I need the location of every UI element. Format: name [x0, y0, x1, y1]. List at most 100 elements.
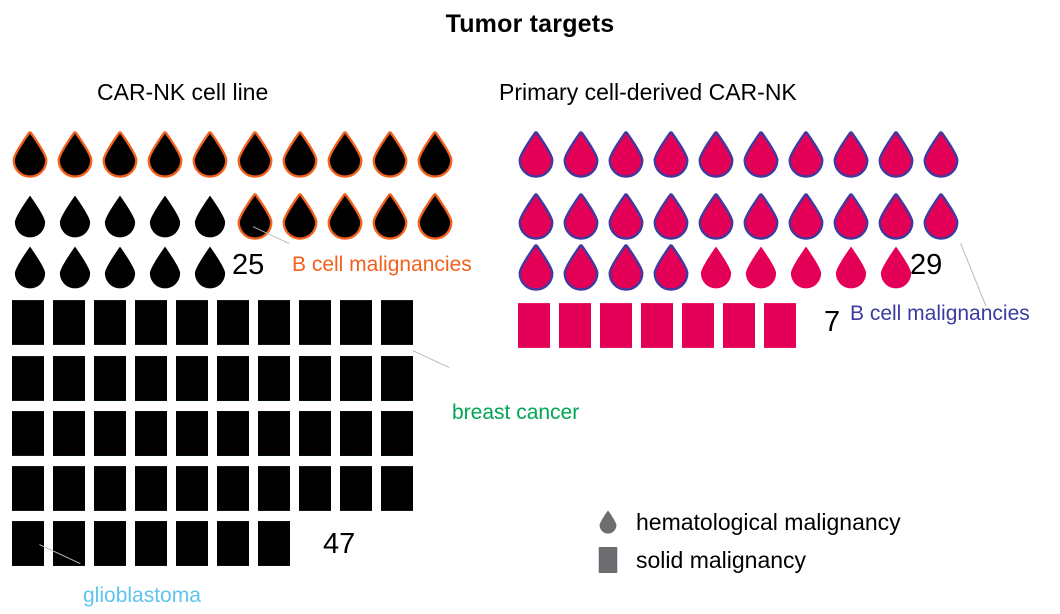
square-icon [258, 300, 290, 345]
square-icon [340, 356, 372, 401]
droplet-icon [518, 131, 554, 178]
square-icon [12, 521, 44, 566]
square-icon [135, 300, 167, 345]
legend: hematological malignancy solid malignanc… [596, 503, 901, 579]
square-icon [217, 466, 249, 511]
droplet-icon [192, 131, 228, 178]
left-square-row-5 [12, 521, 290, 566]
droplet-icon [596, 508, 620, 536]
square-icon [381, 466, 413, 511]
square-icon [258, 466, 290, 511]
square-icon [217, 411, 249, 456]
droplet-icon [59, 246, 91, 289]
right-droplet-row-2 [518, 192, 959, 241]
square-icon [94, 300, 126, 345]
droplet-icon [835, 246, 867, 289]
square-icon [12, 300, 44, 345]
left-square-row-2 [12, 356, 413, 401]
square-icon [258, 356, 290, 401]
square-icon [340, 466, 372, 511]
droplet-icon [327, 131, 363, 178]
square-icon [94, 466, 126, 511]
square-icon [299, 466, 331, 511]
square-icon [94, 411, 126, 456]
droplet-icon [608, 244, 644, 291]
square-icon [176, 466, 208, 511]
right-square-row-1 [518, 303, 796, 348]
square-icon [53, 300, 85, 345]
right-droplet-row-1 [518, 130, 959, 179]
square-icon [381, 300, 413, 345]
panel-title-primary-cell-derived-car-nk: Primary cell-derived CAR-NK [499, 79, 797, 105]
left-square-row-3 [12, 411, 413, 456]
droplet-icon [147, 131, 183, 178]
droplet-icon [923, 193, 959, 240]
square-icon [381, 411, 413, 456]
callout-breast-cancer: breast cancer [452, 401, 580, 424]
square-icon [299, 356, 331, 401]
droplet-icon [14, 195, 46, 238]
droplet-icon [790, 246, 822, 289]
droplet-icon [743, 131, 779, 178]
legend-label-hematological: hematological malignancy [636, 508, 901, 535]
left-droplet-row-1 [12, 130, 453, 179]
droplet-icon [698, 193, 734, 240]
droplet-icon [563, 244, 599, 291]
square-icon [135, 411, 167, 456]
right-droplet-row-3 [518, 243, 914, 292]
left-droplet-row-2 [12, 192, 453, 241]
droplet-icon [282, 193, 318, 240]
droplet-icon [282, 131, 318, 178]
droplet-icon [102, 131, 138, 178]
droplet-icon [698, 131, 734, 178]
droplet-icon [653, 193, 689, 240]
left-square-row-1 [12, 300, 413, 345]
square-icon [12, 466, 44, 511]
droplet-icon [743, 193, 779, 240]
square-icon [217, 356, 249, 401]
droplet-icon [788, 131, 824, 178]
callout-glioblastoma: glioblastoma [83, 584, 201, 607]
droplet-icon [372, 131, 408, 178]
droplet-icon [923, 131, 959, 178]
page-title: Tumor targets [445, 10, 615, 38]
droplet-icon [563, 131, 599, 178]
droplet-icon [372, 193, 408, 240]
droplet-icon [149, 246, 181, 289]
square-icon [217, 300, 249, 345]
droplet-icon [833, 193, 869, 240]
square-icon [340, 300, 372, 345]
droplet-icon [104, 195, 136, 238]
square-icon [94, 356, 126, 401]
square-icon [53, 356, 85, 401]
square-icon [299, 300, 331, 345]
droplet-icon [417, 193, 453, 240]
droplet-icon [700, 246, 732, 289]
droplet-icon [608, 193, 644, 240]
square-icon [340, 411, 372, 456]
square-icon [176, 356, 208, 401]
droplet-icon [833, 131, 869, 178]
count-right-droplets: 29 [910, 249, 943, 281]
legend-item-solid: solid malignancy [596, 541, 901, 579]
square-icon [682, 303, 714, 348]
droplet-icon [417, 131, 453, 178]
square-icon [217, 521, 249, 566]
square-icon [258, 411, 290, 456]
count-left-squares: 47 [323, 528, 356, 560]
droplet-icon [194, 195, 226, 238]
droplet-icon [104, 246, 136, 289]
legend-label-solid: solid malignancy [636, 546, 807, 573]
droplet-icon [653, 131, 689, 178]
square-icon [94, 521, 126, 566]
droplet-icon [237, 131, 273, 178]
left-square-row-4 [12, 466, 413, 511]
count-right-squares: 7 [824, 306, 841, 338]
droplet-icon [518, 193, 554, 240]
callout-b-cell-malignancies-left: B cell malignancies [292, 253, 472, 276]
droplet-icon [237, 193, 273, 240]
square-icon [135, 521, 167, 566]
square-icon [135, 466, 167, 511]
square-icon [12, 411, 44, 456]
